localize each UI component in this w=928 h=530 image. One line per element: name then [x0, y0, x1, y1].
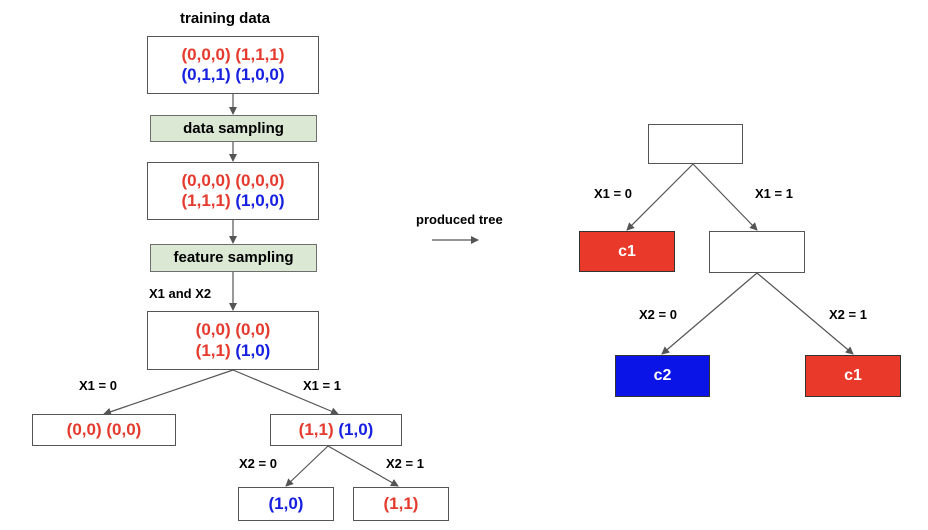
feature-selection-label: X1 and X2 [149, 286, 212, 301]
tuple: (1,1,1) [235, 44, 285, 64]
produced-tree-label: produced tree [416, 212, 503, 227]
edge-root-left [103, 369, 234, 416]
edge-node-right [327, 445, 399, 487]
produced-edge-label-x1-1: X1 = 1 [755, 186, 793, 201]
edge-label-x2-1: X2 = 1 [386, 456, 424, 471]
class-label: c2 [653, 367, 672, 385]
produced-root-node [648, 124, 743, 164]
training-data-title: training data [180, 10, 271, 27]
leaf-blue-box: (1,0) [238, 487, 334, 521]
leaf-red-box: (1,1) [353, 487, 449, 521]
feature-sampling-label: feature sampling [173, 249, 294, 266]
tuple: (1,0,0) [235, 191, 285, 210]
edge-root-right [232, 369, 339, 415]
tuple: (0,0) [106, 419, 142, 439]
sampled-data-box: (0,0,0) (0,0,0) (1,1,1) (1,0,0) [147, 162, 319, 220]
data-sampling-step: data sampling [150, 115, 317, 142]
produced-leaf-c2: c2 [615, 355, 710, 397]
tuple: (1,0) [268, 493, 304, 513]
tuple: (0,0) [195, 320, 231, 340]
edge-r-node-left [661, 272, 758, 355]
produced-internal-node [709, 231, 805, 273]
class-label: c1 [618, 242, 636, 260]
edge-label-x1-0: X1 = 0 [79, 378, 117, 393]
edge-label-x2-0: X2 = 0 [239, 456, 277, 471]
edge-node-left [285, 445, 329, 487]
data-sampling-label: data sampling [183, 119, 284, 137]
tuple: (1,0) [235, 340, 271, 360]
tuple: (0,0,0) [181, 44, 231, 64]
produced-leaf-c1-bottom: c1 [805, 355, 901, 397]
tuple: (0,0,0) [181, 170, 231, 190]
tuple: (1,1) [298, 419, 334, 439]
root-node-box: (0,0) (0,0) (1,1) (1,0) [147, 311, 319, 370]
tuple: (1,1) [383, 493, 419, 513]
produced-edge-label-x2-1: X2 = 1 [829, 307, 867, 322]
tuple: (1,0) [338, 419, 374, 439]
tuple: (1,1,1) [181, 191, 231, 210]
edge-r-root-left [626, 163, 694, 231]
edge-r-root-right [692, 163, 758, 231]
tuple: (0,0) [66, 419, 102, 439]
tuple: (1,1) [195, 340, 231, 360]
produced-leaf-c1-top: c1 [579, 231, 675, 272]
tuple: (0,0) [235, 320, 271, 340]
right-node-box: (1,1) (1,0) [270, 414, 402, 446]
training-data-box: (0,0,0) (1,1,1) (0,1,1) (1,0,0) [147, 36, 319, 94]
left-leaf-box: (0,0) (0,0) [32, 414, 176, 446]
tuple: (1,0,0) [235, 65, 285, 84]
tuple: (0,1,1) [181, 65, 231, 84]
produced-edge-label-x1-0: X1 = 0 [594, 186, 632, 201]
feature-sampling-step: feature sampling [150, 244, 317, 272]
produced-edge-label-x2-0: X2 = 0 [639, 307, 677, 322]
tuple: (0,0,0) [235, 170, 285, 190]
edge-r-node-right [756, 272, 854, 355]
class-label: c1 [844, 367, 862, 385]
edge-label-x1-1: X1 = 1 [303, 378, 341, 393]
